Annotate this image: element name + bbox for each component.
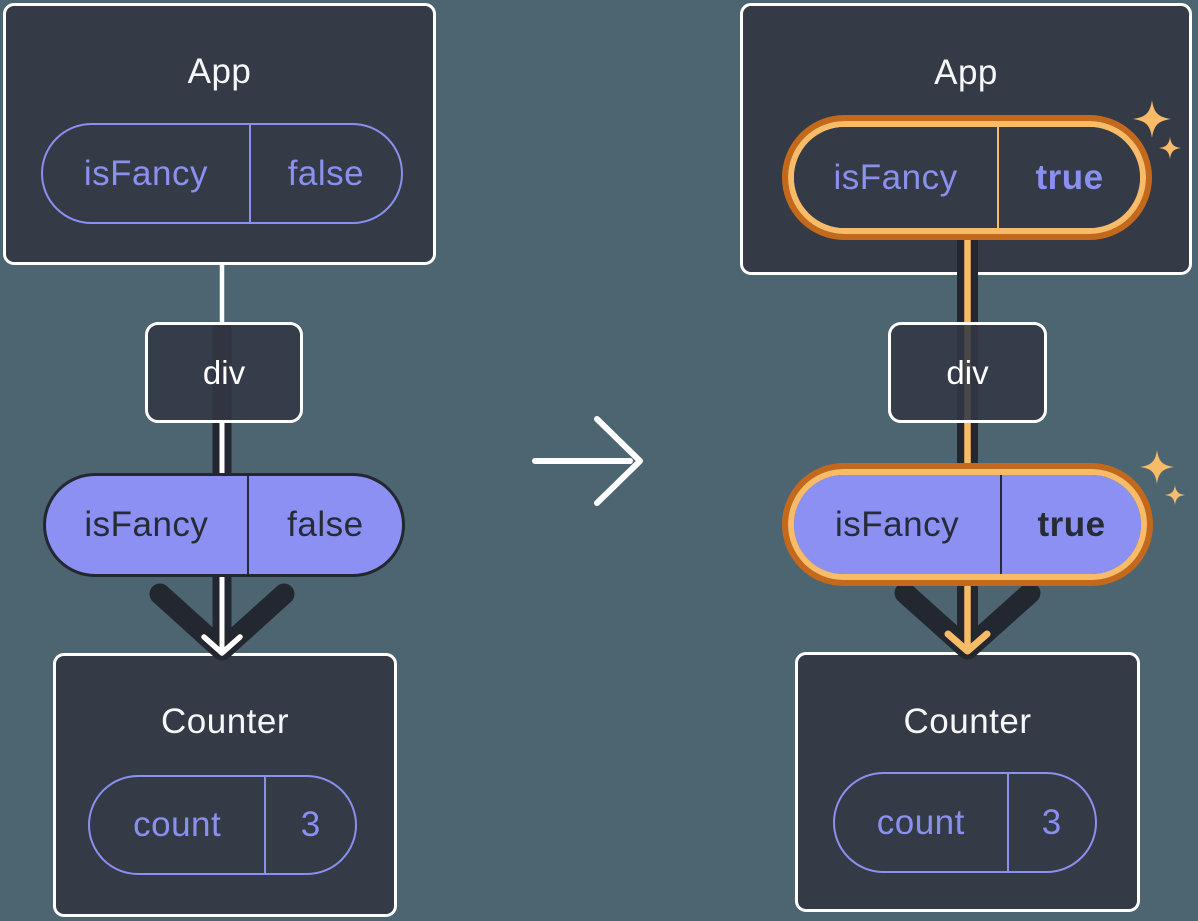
- prop-name: isFancy: [835, 504, 960, 544]
- prop-pill-highlighted: isFancy true: [782, 463, 1153, 586]
- div-box-before: div: [145, 322, 303, 423]
- app-box-before: [3, 3, 436, 265]
- sparkle-icon: [1140, 450, 1185, 505]
- app-title: App: [934, 53, 998, 92]
- counter-state-pill: count 3: [833, 772, 1097, 873]
- prop-value: false: [246, 476, 402, 574]
- arrow-down-icon: [149, 583, 295, 661]
- prop-name: isFancy: [84, 505, 209, 544]
- counter-state-pill: count 3: [88, 775, 357, 875]
- state-name: count: [133, 805, 222, 844]
- state-value: false: [248, 125, 401, 222]
- state-value: 3: [264, 777, 355, 873]
- state-value: 3: [1006, 774, 1095, 871]
- app-state-pill: isFancy false: [41, 123, 403, 224]
- transition-arrow-icon: [532, 416, 643, 506]
- div-label: div: [202, 353, 246, 391]
- app-title: App: [187, 52, 252, 91]
- state-name: isFancy: [833, 157, 958, 197]
- counter-title: Counter: [903, 702, 1032, 741]
- app-state-pill-highlighted: isFancy true: [782, 115, 1152, 240]
- state-name: count: [876, 802, 965, 842]
- counter-box-before: [53, 653, 397, 917]
- counter-box-after: [795, 652, 1140, 912]
- prop-value: true: [1000, 475, 1141, 574]
- counter-title: Counter: [160, 702, 290, 741]
- sparkle-icon: [1133, 100, 1181, 159]
- edge-app-to-counter-highlighted: [894, 234, 1041, 660]
- edge-div-to-counter: [149, 322, 295, 661]
- state-value: true: [997, 127, 1140, 228]
- prop-pill-before: isFancy false: [43, 473, 405, 577]
- div-label: div: [946, 353, 989, 391]
- app-box-after: [740, 3, 1192, 275]
- div-box-after: div: [888, 322, 1047, 423]
- arrow-down-icon: [944, 630, 991, 655]
- state-name: isFancy: [83, 153, 208, 193]
- arrow-down-icon: [894, 582, 1041, 660]
- arrow-down-icon: [201, 634, 243, 656]
